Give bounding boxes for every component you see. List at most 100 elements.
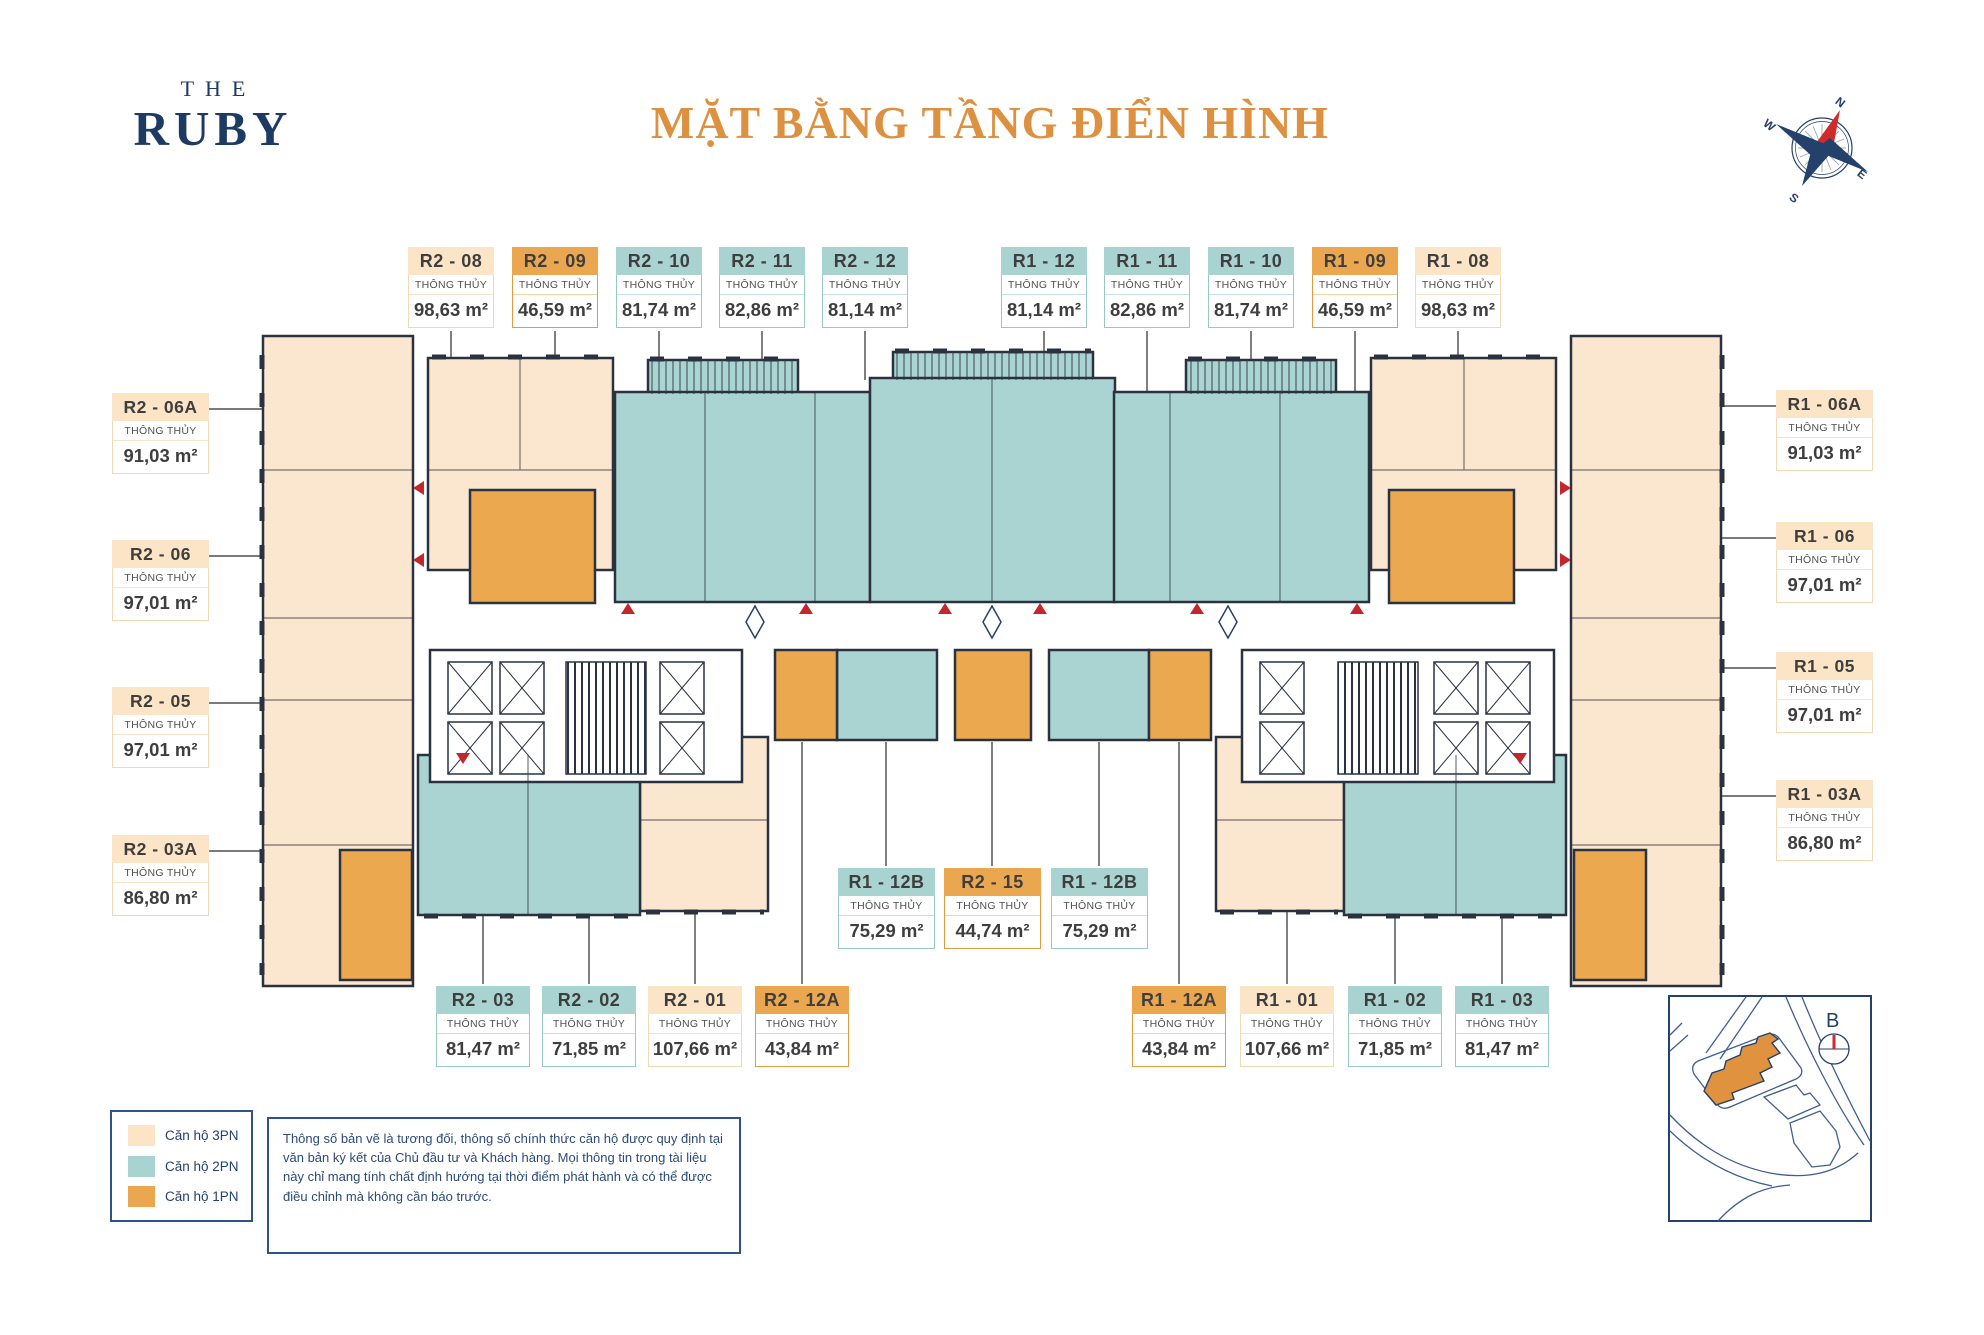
logo-name: RUBY bbox=[133, 101, 293, 156]
unit-area: 46,59 m² bbox=[1317, 299, 1393, 320]
unit-card-r1-11: R1 - 11 THÔNG THỦY 82,86 m² bbox=[1104, 247, 1190, 328]
unit-code: R1 - 11 bbox=[1104, 247, 1190, 275]
unit-code: R1 - 12A bbox=[1132, 986, 1226, 1014]
unit-card-r1-12a: R1 - 12A THÔNG THỦY 43,84 m² bbox=[1132, 986, 1226, 1067]
unit-area: 43,84 m² bbox=[764, 1038, 840, 1059]
callout-lines bbox=[209, 331, 1776, 984]
legend-item-1pn: Căn hộ 1PN bbox=[128, 1185, 251, 1207]
compass-needle-east bbox=[1814, 138, 1868, 172]
window-dashes bbox=[259, 348, 1725, 975]
unit-code: R1 - 06 bbox=[1776, 522, 1873, 550]
unit-card-r2-03: R2 - 03 THÔNG THỦY 81,47 m² bbox=[436, 986, 530, 1067]
unit-code: R1 - 02 bbox=[1348, 986, 1442, 1014]
unit-area: 107,66 m² bbox=[652, 1038, 738, 1059]
unit-code: R2 - 01 bbox=[648, 986, 742, 1014]
unit-card-r1-08: R1 - 08 THÔNG THỦY 98,63 m² bbox=[1415, 247, 1501, 328]
unit-code: R1 - 12B bbox=[838, 868, 935, 896]
elevator-x-marks bbox=[447, 661, 1531, 775]
map-other-buildings bbox=[1762, 1084, 1841, 1168]
balcony-hatch bbox=[648, 352, 1336, 394]
unit-code: R2 - 12 bbox=[822, 247, 908, 275]
unit-area: 97,01 m² bbox=[123, 592, 198, 613]
unit-code: R1 - 08 bbox=[1415, 247, 1501, 275]
unit-card-r2-12a: R2 - 12A THÔNG THỦY 43,84 m² bbox=[755, 986, 849, 1067]
unit-card-r2-15: R2 - 15 THÔNG THỦY 44,74 m² bbox=[944, 868, 1041, 949]
unit-card-r2-08: R2 - 08 THÔNG THỦY 98,63 m² bbox=[408, 247, 494, 328]
unit-card-r2-09: R2 - 09 THÔNG THỦY 46,59 m² bbox=[512, 247, 598, 328]
unit-area: 44,74 m² bbox=[955, 920, 1030, 941]
unit-code: R1 - 12 bbox=[1001, 247, 1087, 275]
unit-area: 86,80 m² bbox=[123, 887, 198, 908]
logo-the: THE bbox=[180, 76, 257, 101]
unit-code: R2 - 06A bbox=[112, 393, 209, 421]
unit-area: 86,80 m² bbox=[1787, 832, 1862, 853]
map-highlighted-building bbox=[1703, 1032, 1782, 1106]
units-1pn-blocks bbox=[338, 488, 1648, 982]
svg-text:N: N bbox=[1833, 94, 1848, 110]
location-map: B bbox=[1668, 995, 1872, 1222]
unit-area: 91,03 m² bbox=[1787, 442, 1862, 463]
logo: THE RUBY bbox=[108, 76, 318, 157]
legend-swatch-2pn bbox=[128, 1155, 155, 1177]
unit-card-r1-03a: R1 - 03A THÔNG THỦY 86,80 m² bbox=[1776, 780, 1873, 861]
legend-swatch-3pn bbox=[128, 1125, 155, 1147]
unit-area: 71,85 m² bbox=[1357, 1038, 1433, 1059]
unit-code: R2 - 09 bbox=[512, 247, 598, 275]
unit-card-r1-06a: R1 - 06A THÔNG THỦY 91,03 m² bbox=[1776, 390, 1873, 471]
unit-card-r2-05: R2 - 05 THÔNG THỦY 97,01 m² bbox=[112, 687, 209, 768]
unit-card-r2-06: R2 - 06 THÔNG THỦY 97,01 m² bbox=[112, 540, 209, 621]
unit-area: 98,63 m² bbox=[413, 299, 489, 320]
unit-area: 97,01 m² bbox=[123, 739, 198, 760]
unit-card-r2-06a: R2 - 06A THÔNG THỦY 91,03 m² bbox=[112, 393, 209, 474]
unit-card-r2-01: R2 - 01 THÔNG THỦY 107,66 m² bbox=[648, 986, 742, 1067]
unit-card-r1-05: R1 - 05 THÔNG THỦY 97,01 m² bbox=[1776, 652, 1873, 733]
unit-area: 75,29 m² bbox=[849, 920, 924, 941]
unit-code: R2 - 06 bbox=[112, 540, 209, 568]
unit-code: R1 - 05 bbox=[1776, 652, 1873, 680]
legend: Căn hộ 3PN Căn hộ 2PN Căn hộ 1PN bbox=[110, 1110, 253, 1222]
unit-area: 81,47 m² bbox=[1464, 1038, 1540, 1059]
unit-code: R1 - 06A bbox=[1776, 390, 1873, 418]
unit-card-r1-12: R1 - 12 THÔNG THỦY 81,14 m² bbox=[1001, 247, 1087, 328]
unit-card-r1-06: R1 - 06 THÔNG THỦY 97,01 m² bbox=[1776, 522, 1873, 603]
unit-area: 71,85 m² bbox=[551, 1038, 627, 1059]
unit-card-r1-02: R1 - 02 THÔNG THỦY 71,85 m² bbox=[1348, 986, 1442, 1067]
unit-code: R1 - 10 bbox=[1208, 247, 1294, 275]
unit-code: R1 - 01 bbox=[1240, 986, 1334, 1014]
unit-card-r2-10: R2 - 10 THÔNG THỦY 81,74 m² bbox=[616, 247, 702, 328]
unit-area: 81,14 m² bbox=[827, 299, 903, 320]
unit-area: 43,84 m² bbox=[1141, 1038, 1217, 1059]
unit-code: R2 - 05 bbox=[112, 687, 209, 715]
unit-card-r2-12: R2 - 12 THÔNG THỦY 81,14 m² bbox=[822, 247, 908, 328]
unit-code: R2 - 03 bbox=[436, 986, 530, 1014]
disclaimer-text: Thông số bản vẽ là tương đối, thông số c… bbox=[267, 1117, 741, 1254]
unit-code: R2 - 11 bbox=[719, 247, 805, 275]
unit-code: R2 - 15 bbox=[944, 868, 1041, 896]
svg-text:W: W bbox=[1761, 116, 1779, 134]
unit-card-r1-12b-right: R1 - 12B THÔNG THỦY 75,29 m² bbox=[1051, 868, 1148, 949]
unit-card-r1-01: R1 - 01 THÔNG THỦY 107,66 m² bbox=[1240, 986, 1334, 1067]
unit-code: R2 - 08 bbox=[408, 247, 494, 275]
unit-code: R2 - 10 bbox=[616, 247, 702, 275]
door-diamonds bbox=[745, 604, 1238, 640]
unit-code: R1 - 03A bbox=[1776, 780, 1873, 808]
unit-area: 97,01 m² bbox=[1787, 704, 1862, 725]
door-markers bbox=[413, 481, 1571, 764]
page-title: MẶT BẰNG TẦNG ĐIỂN HÌNH bbox=[650, 97, 1330, 148]
unit-area: 82,86 m² bbox=[1109, 299, 1185, 320]
unit-area: 81,47 m² bbox=[445, 1038, 521, 1059]
unit-area: 81,74 m² bbox=[1213, 299, 1289, 320]
legend-label: Căn hộ 3PN bbox=[165, 1128, 239, 1144]
legend-swatch-1pn bbox=[128, 1185, 155, 1207]
unit-area: 46,59 m² bbox=[517, 299, 593, 320]
unit-card-r2-03a: R2 - 03A THÔNG THỦY 86,80 m² bbox=[112, 835, 209, 916]
map-north-label: B bbox=[1826, 1010, 1839, 1032]
unit-card-r2-11: R2 - 11 THÔNG THỦY 82,86 m² bbox=[719, 247, 805, 328]
compass-rose: N W E S bbox=[1761, 94, 1870, 206]
unit-code: R1 - 12B bbox=[1051, 868, 1148, 896]
partition-lines bbox=[263, 358, 1721, 915]
map-roads bbox=[1669, 996, 1871, 1222]
unit-area: 91,03 m² bbox=[123, 445, 198, 466]
unit-card-r1-03: R1 - 03 THÔNG THỦY 81,47 m² bbox=[1455, 986, 1549, 1067]
